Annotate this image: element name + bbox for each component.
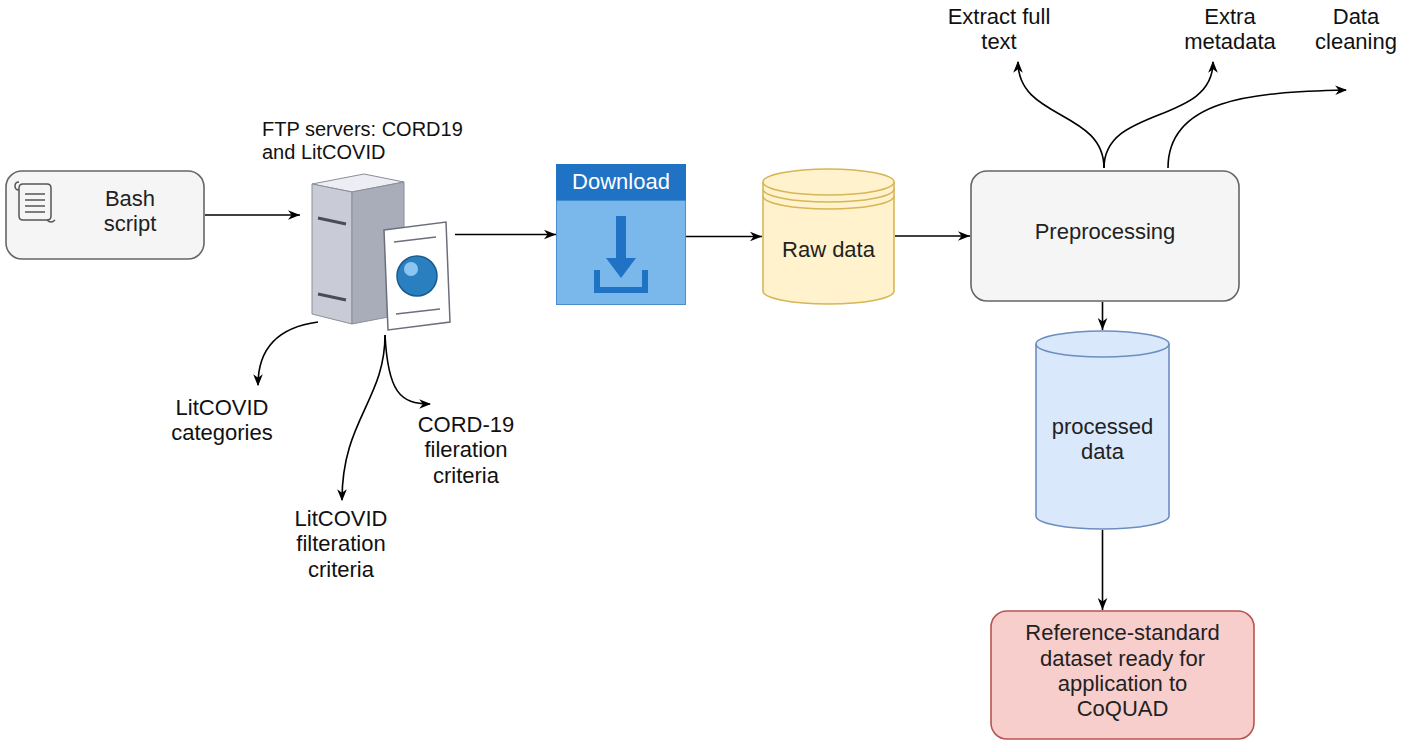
download-box: Download xyxy=(556,164,686,305)
flow-arrow xyxy=(455,234,556,236)
server-icon xyxy=(312,174,450,330)
globe-icon xyxy=(397,256,437,296)
script-icon xyxy=(15,182,55,222)
node-label: Bash script xyxy=(80,186,180,237)
branch-label: Data cleaning xyxy=(1304,4,1408,55)
download-band xyxy=(557,165,686,201)
scroll-line xyxy=(25,205,45,207)
cylinder-body xyxy=(1036,331,1169,529)
download-arrow-head xyxy=(606,258,636,278)
node-label: Preprocessing xyxy=(1035,219,1176,244)
scroll-outline xyxy=(19,184,51,220)
text-holder: FTP servers: CORD19 and LitCOVID xyxy=(262,118,487,164)
cylinder-rim xyxy=(1036,344,1169,357)
branch-arrow xyxy=(1168,90,1346,168)
box-outline xyxy=(6,171,204,259)
flow-arrow xyxy=(205,214,300,216)
output-box: Reference-standard dataset ready for app… xyxy=(990,610,1255,740)
node-label: processed data xyxy=(1045,414,1160,465)
flow-arrow xyxy=(686,236,762,238)
flow-arrow xyxy=(1102,530,1104,610)
raw-data-store: Raw data xyxy=(762,168,895,305)
cylinder-rim xyxy=(763,182,894,195)
text-holder: Raw data xyxy=(762,168,895,305)
cylinder-rim xyxy=(763,189,894,202)
server-heading: FTP servers: CORD19 and LitCOVID xyxy=(262,118,487,164)
flow-arrow xyxy=(1102,302,1104,330)
branch-label: LitCOVID filteration criteria xyxy=(285,506,397,582)
box-outline xyxy=(991,611,1254,739)
flow-arrow xyxy=(895,235,970,237)
server-slot xyxy=(318,218,346,300)
text-holder: processed data xyxy=(1035,330,1170,530)
text-holder: Download xyxy=(556,164,686,200)
branch-arrow xyxy=(342,335,385,500)
cyl-outline xyxy=(762,168,895,305)
text-holder: Preprocessing xyxy=(970,170,1240,302)
server-panel xyxy=(384,222,450,330)
branch-label: Extract full text xyxy=(935,4,1063,55)
scroll-curl xyxy=(15,182,55,222)
branch-arrow xyxy=(1018,62,1104,168)
scroll-line xyxy=(25,193,45,195)
process-box: Preprocessing xyxy=(970,170,1240,302)
box-outline xyxy=(971,171,1239,301)
text-holder: Bash script xyxy=(5,170,205,260)
node-label: Download xyxy=(572,169,670,194)
node-label: Raw data xyxy=(782,237,875,262)
script-box: Bash script xyxy=(5,170,205,260)
download-arrow-shaft xyxy=(616,216,626,260)
download-body xyxy=(557,200,686,305)
download-tray xyxy=(597,270,645,290)
scroll-line xyxy=(25,199,45,201)
text-holder: Reference-standard dataset ready for app… xyxy=(990,610,1255,740)
cylinder-rim xyxy=(763,196,894,209)
branch-label: LitCOVID categories xyxy=(162,395,282,446)
branch-arrow xyxy=(385,335,430,404)
scroll-line xyxy=(25,211,45,213)
globe-shine xyxy=(404,262,418,276)
ftp-server: FTP servers: CORD19 and LitCOVID xyxy=(300,118,455,330)
branch-label: Extra metadata xyxy=(1176,4,1284,55)
server-front xyxy=(312,184,352,324)
branch-arrow xyxy=(258,322,318,385)
panel-line xyxy=(394,237,440,314)
node-label: Reference-standard dataset ready for app… xyxy=(1015,620,1230,721)
cylinder-body xyxy=(763,169,894,304)
branch-label: CORD-19 fileration criteria xyxy=(410,412,522,488)
processed-data-store: processed data xyxy=(1035,330,1170,530)
